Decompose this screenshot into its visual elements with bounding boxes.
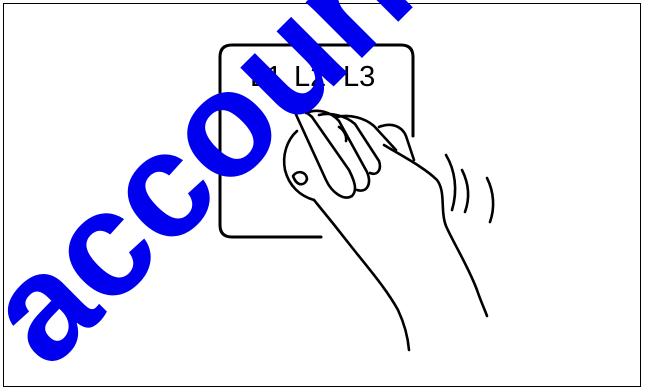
diagram-canvas: L1 L2 L3 account [0,0,646,391]
